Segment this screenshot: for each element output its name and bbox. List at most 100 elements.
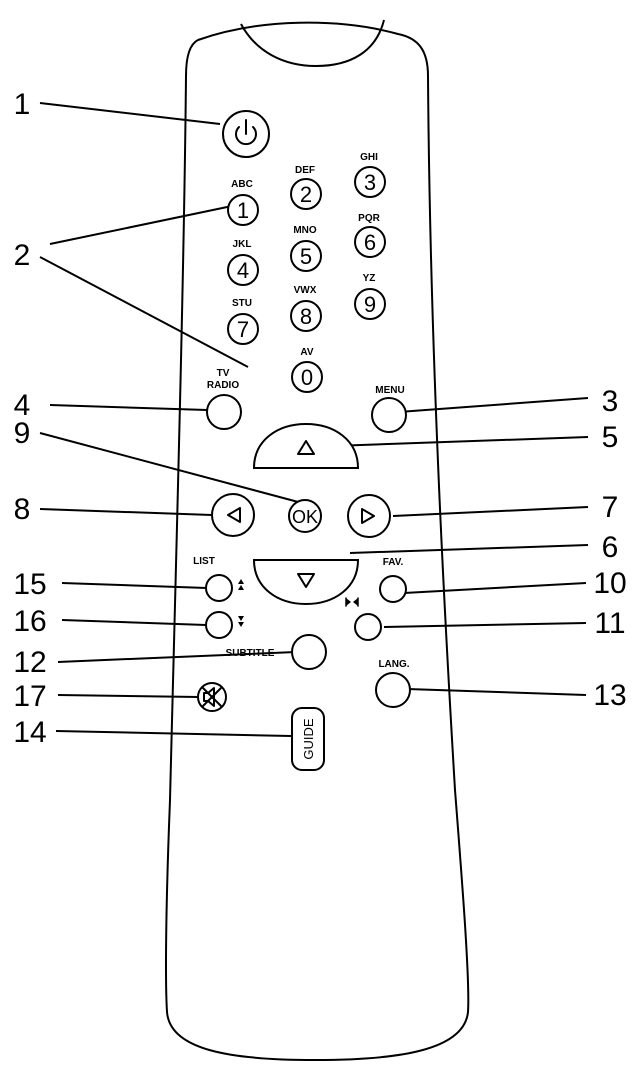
lang-button[interactable]: LANG.	[375, 659, 411, 708]
digit-button-2[interactable]: DEF 2	[290, 165, 322, 210]
leader-6	[349, 544, 589, 554]
digit-button-3[interactable]: GHI 3	[354, 152, 386, 198]
lang-label: LANG.	[378, 659, 409, 670]
page-down-button[interactable]	[205, 611, 233, 639]
down-button[interactable]	[252, 559, 360, 606]
callout-2: 2	[14, 239, 31, 272]
arrow-left-icon	[227, 507, 241, 523]
digit-9-label: 9	[364, 292, 376, 317]
leader-5	[332, 436, 589, 447]
digit-6-label: 6	[364, 230, 376, 255]
pause-icon	[345, 597, 359, 607]
leader-3	[384, 397, 589, 414]
leader-12	[57, 651, 297, 663]
mute-button[interactable]	[197, 682, 227, 712]
leader-2a	[49, 205, 233, 245]
callout-16: 16	[13, 605, 46, 638]
tv-radio-button[interactable]: TV RADIO	[206, 368, 242, 430]
mute-icon	[202, 687, 222, 707]
digit-7-label: 7	[237, 317, 249, 342]
callout-12: 12	[13, 646, 46, 679]
list-button[interactable]: LIST	[193, 556, 233, 602]
digit-1-label: 1	[237, 198, 249, 223]
digit-button-4[interactable]: JKL 4	[227, 239, 259, 286]
digit-2-label: 2	[300, 182, 312, 207]
digit-0-label: 0	[301, 365, 313, 390]
digit-0-letters: AV	[300, 347, 313, 358]
digit-8-label: 8	[300, 304, 312, 329]
callout-15: 15	[13, 568, 46, 601]
digit-button-0[interactable]: AV 0	[291, 347, 323, 393]
digit-5-letters: MNO	[293, 225, 317, 236]
arrow-up-icon	[297, 440, 315, 455]
callout-numbers: 1 2 3 4 5 6 7 8 9 10 11 12 13 14 15 16 1…	[13, 88, 626, 749]
callout-1: 1	[14, 88, 31, 121]
callout-17: 17	[13, 680, 46, 713]
callout-10: 10	[593, 567, 626, 600]
digit-6-letters: PQR	[358, 213, 380, 224]
remote-body	[165, 21, 470, 1062]
guide-label: GUIDE	[301, 718, 316, 760]
remote-top-arc	[240, 19, 385, 68]
digit-button-7[interactable]: STU 7	[227, 298, 259, 345]
page-up-icon	[238, 579, 244, 590]
page-down-icon	[238, 616, 244, 627]
left-button[interactable]	[211, 493, 255, 537]
callout-6: 6	[602, 531, 619, 564]
digit-button-5[interactable]: MNO 5	[290, 225, 322, 272]
callout-9: 9	[14, 417, 31, 450]
leader-7	[392, 506, 589, 517]
digit-button-1[interactable]: ABC 1	[227, 179, 259, 226]
callout-5: 5	[602, 421, 619, 454]
menu-label: MENU	[375, 385, 404, 396]
leader-15	[61, 582, 208, 589]
digit-4-label: 4	[237, 258, 249, 283]
leader-13	[406, 688, 587, 696]
arrow-down-icon	[297, 573, 315, 588]
power-icon	[235, 119, 257, 146]
leader-8	[39, 508, 213, 516]
leader-9	[39, 432, 303, 504]
right-button[interactable]	[347, 494, 391, 538]
leader-16	[61, 619, 207, 626]
tv-radio-label-line1: TV	[217, 368, 230, 379]
digit-5-label: 5	[300, 244, 312, 269]
up-button[interactable]	[252, 422, 360, 469]
ok-button[interactable]: OK	[288, 499, 322, 533]
digit-1-letters: ABC	[231, 179, 253, 190]
digit-3-label: 3	[364, 170, 376, 195]
callout-7: 7	[602, 491, 619, 524]
fav-button[interactable]: FAV.	[379, 557, 407, 603]
menu-button[interactable]: MENU	[371, 385, 407, 433]
power-button[interactable]	[222, 110, 270, 158]
fav-label: FAV.	[383, 557, 404, 568]
digit-7-letters: STU	[232, 298, 252, 309]
pause-button[interactable]	[354, 613, 382, 641]
subtitle-label: SUBTITLE	[226, 648, 275, 659]
subtitle-button[interactable]: SUBTITLE	[226, 634, 327, 670]
callout-4: 4	[14, 389, 31, 422]
callout-14: 14	[13, 716, 46, 749]
callout-11: 11	[594, 607, 625, 640]
leader-14	[55, 730, 292, 737]
leader-lines	[39, 102, 589, 737]
leader-10	[403, 582, 587, 594]
leader-17	[57, 694, 200, 698]
leader-11	[383, 622, 587, 628]
callout-8: 8	[14, 493, 31, 526]
digit-button-8[interactable]: VWX 8	[290, 285, 322, 332]
digit-button-9[interactable]: YZ 9	[354, 273, 386, 320]
list-label: LIST	[193, 556, 215, 567]
digit-8-letters: VWX	[294, 285, 317, 296]
digit-button-6[interactable]: PQR 6	[354, 213, 386, 258]
leader-4	[49, 404, 208, 411]
digit-9-letters: YZ	[363, 273, 376, 284]
callout-3: 3	[602, 385, 619, 418]
digit-4-letters: JKL	[233, 239, 252, 250]
tv-radio-label-line2: RADIO	[207, 380, 239, 391]
guide-button[interactable]: GUIDE	[291, 707, 325, 771]
digit-2-letters: DEF	[295, 165, 315, 176]
arrow-right-icon	[361, 508, 375, 524]
leader-1	[39, 102, 221, 125]
